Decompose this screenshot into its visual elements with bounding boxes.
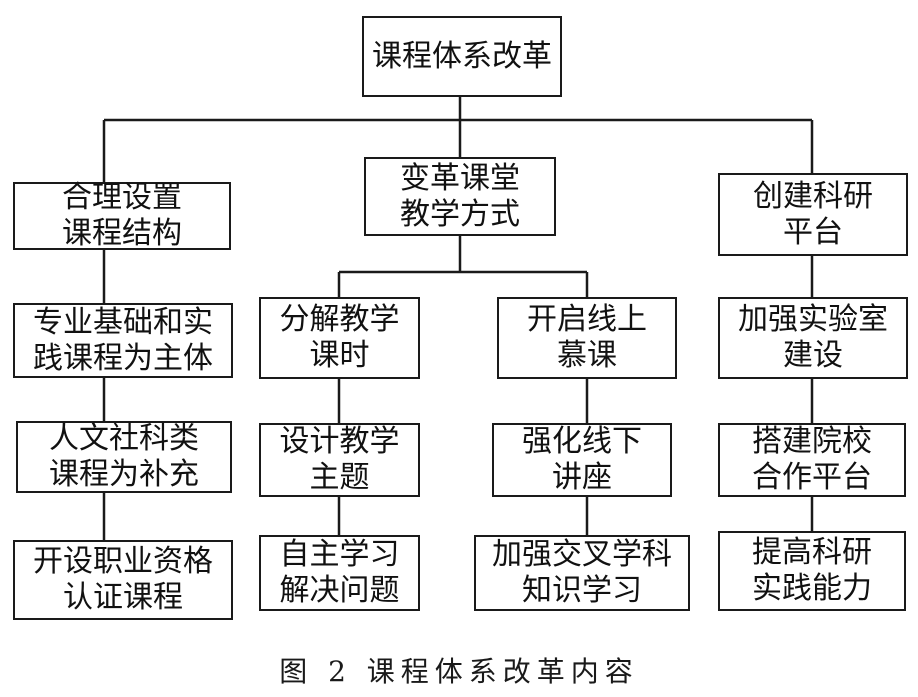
- node-left-branch-label: 合理设置 课程结构: [62, 180, 182, 251]
- node-right-item-3: 提高科研 实践能力: [718, 531, 906, 611]
- node-right-item-1-label: 加强实验室 建设: [738, 302, 888, 373]
- node-mid-sub-2-item-1: 强化线下 讲座: [492, 423, 672, 497]
- node-mid-sub-2-item-2: 加强交叉学科 知识学习: [474, 535, 690, 611]
- node-left-item-2-label: 人文社科类 课程为补充: [49, 421, 199, 492]
- node-mid-sub-2-item-2-label: 加强交叉学科 知识学习: [492, 537, 672, 608]
- node-right-item-1: 加强实验室 建设: [718, 297, 908, 379]
- node-left-item-1-label: 专业基础和实 践课程为主体: [33, 304, 213, 376]
- node-mid-branch: 变革课堂 教学方式: [364, 157, 556, 236]
- node-left-item-3: 开设职业资格 认证课程: [13, 540, 233, 620]
- node-mid-sub-1-item-1: 设计教学 主题: [259, 423, 420, 497]
- node-mid-sub-1-label: 分解教学 课时: [279, 302, 400, 373]
- node-left-item-2: 人文社科类 课程为补充: [16, 421, 232, 493]
- node-left-item-1: 专业基础和实 践课程为主体: [13, 303, 233, 378]
- node-mid-sub-2-item-1-label: 强化线下 讲座: [522, 424, 642, 495]
- node-mid-sub-1: 分解教学 课时: [259, 297, 420, 379]
- node-mid-sub-2: 开启线上 慕课: [497, 297, 677, 379]
- node-mid-sub-2-label: 开启线上 慕课: [527, 302, 647, 373]
- node-right-branch-label: 创建科研 平台: [753, 178, 873, 250]
- node-mid-sub-1-item-1-label: 设计教学 主题: [279, 424, 400, 495]
- node-left-item-3-label: 开设职业资格 认证课程: [33, 544, 213, 615]
- node-right-item-2: 搭建院校 合作平台: [718, 423, 906, 497]
- node-left-branch: 合理设置 课程结构: [13, 180, 231, 251]
- node-right-item-3-label: 提高科研 实践能力: [752, 535, 872, 606]
- node-right-item-2-label: 搭建院校 合作平台: [752, 424, 872, 495]
- figure-caption: 图 2 课程体系改革内容: [279, 655, 639, 688]
- node-root-label: 课程体系改革: [372, 38, 552, 74]
- node-mid-sub-1-item-2-label: 自主学习 解决问题: [279, 537, 400, 608]
- node-mid-sub-1-item-2: 自主学习 解决问题: [259, 535, 420, 611]
- node-mid-branch-label: 变革课堂 教学方式: [400, 160, 520, 232]
- node-root: 课程体系改革: [362, 16, 562, 97]
- node-right-branch: 创建科研 平台: [718, 173, 908, 256]
